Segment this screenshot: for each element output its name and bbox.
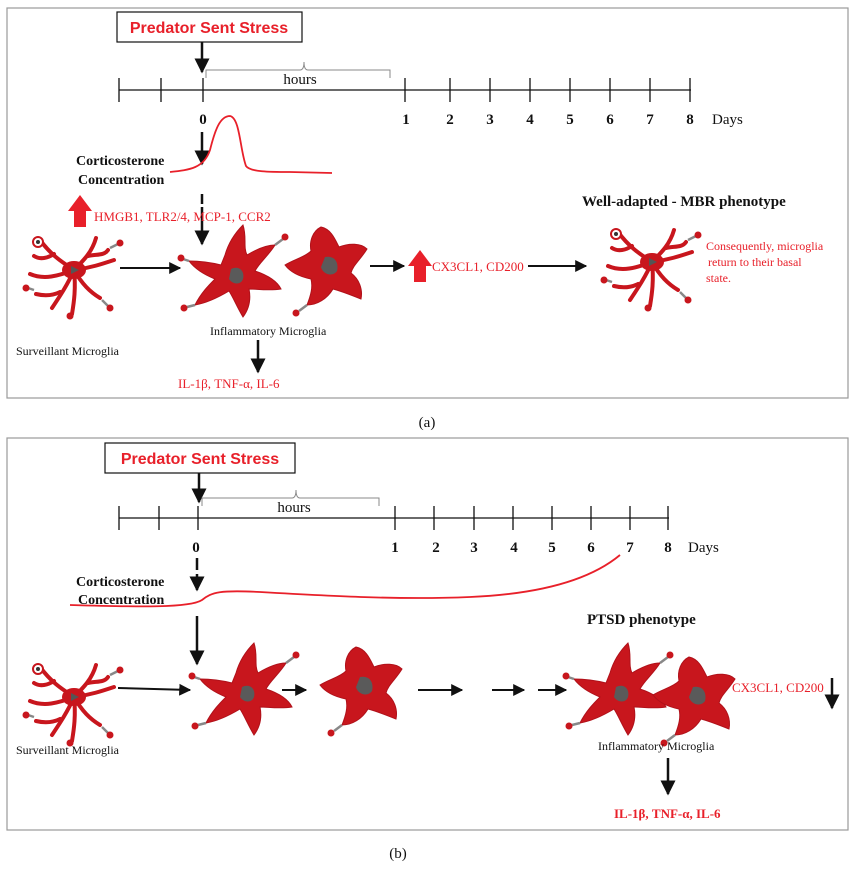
panel-b-arrow-surv-to-infl	[117, 683, 192, 696]
panel-b-stress-label: Predator Sent Stress	[121, 451, 279, 468]
panel-a-day-1: 1	[402, 112, 410, 128]
panel-b-corticosterone-curve	[69, 554, 621, 608]
panel-b-cort-line2: Concentration	[78, 593, 165, 608]
panel-b-cort-line1: Corticosterone	[76, 575, 164, 590]
panel-a-day-3: 3	[486, 112, 494, 128]
panel-b-stress-box	[104, 442, 296, 474]
panel-b-day-5: 5	[548, 540, 556, 556]
panel-b-surveillant-label: Surveillant Microglia	[16, 743, 120, 757]
panel-b: Predator Sent Stress hours 0 1 2 3 4 5	[6, 437, 849, 831]
panel-a-day-6: 6	[606, 112, 614, 128]
panel-b-day-7: 7	[626, 540, 634, 556]
panel-b-day-1: 1	[391, 540, 399, 556]
panel-a-caption: (a)	[419, 415, 436, 431]
panel-b-day-6: 6	[587, 540, 595, 556]
panel-a-hours-brace	[205, 61, 391, 78]
panel-a-return-line2: return to their basal	[708, 255, 802, 269]
panel-a-corticosterone-curve	[169, 115, 333, 174]
panel-b-cx3-label: CX3CL1, CD200	[732, 680, 824, 695]
panel-a-stress-label: Predator Sent Stress	[130, 20, 288, 37]
panel-a-day-0: 0	[199, 112, 207, 128]
panel-a: Predator Sent Stress hours 0 1 2 3 4 5	[6, 7, 849, 399]
panel-a-day-8: 8	[686, 112, 694, 128]
panel-a-day-5: 5	[566, 112, 574, 128]
panel-a-timeline: hours 0 1 2 3 4 5 6 7 8 Days	[118, 61, 743, 128]
panel-a-cytokines: IL-1β, TNF-α, IL-6	[178, 376, 280, 391]
panel-b-day-2: 2	[432, 540, 440, 556]
panel-a-stress-box	[116, 11, 303, 43]
panel-b-frame	[6, 437, 849, 831]
panel-a-cort-line1: Corticosterone	[76, 154, 164, 169]
panel-a-day-7: 7	[646, 112, 654, 128]
panel-a-cx3-label: CX3CL1, CD200	[432, 259, 524, 274]
panel-a-frame	[6, 7, 849, 399]
panel-a-return-line1: Consequently, microglia	[706, 239, 824, 253]
panel-a-inflammatory-label: Inflammatory Microglia	[210, 324, 327, 338]
panel-a-cort-line2: Concentration	[78, 173, 165, 188]
panel-a-phenotype-title: Well-adapted - MBR phenotype	[582, 194, 786, 210]
panel-b-day-4: 4	[510, 540, 518, 556]
panel-b-inflammatory-label: Inflammatory Microglia	[598, 739, 715, 753]
panel-a-day-2: 2	[446, 112, 454, 128]
panel-a-days-unit: Days	[712, 112, 743, 128]
panel-a-up-markers: HMGB1, TLR2/4, MCP-1, CCR2	[94, 209, 271, 224]
panel-a-surveillant-label: Surveillant Microglia	[16, 344, 120, 358]
panel-b-days-unit: Days	[688, 540, 719, 556]
panel-b-hours-brace	[201, 489, 380, 506]
panel-b-caption: (b)	[389, 846, 407, 862]
panel-b-timeline: hours 0 1 2 3 4 5 6 7 8 Days	[118, 489, 719, 556]
panel-b-phenotype-title: PTSD phenotype	[587, 612, 696, 628]
panel-b-hours-label: hours	[277, 500, 310, 516]
panel-a-hours-label: hours	[283, 72, 316, 88]
panel-b-cytokines: IL-1β, TNF-α, IL-6	[614, 806, 721, 821]
panel-a-day-4: 4	[526, 112, 534, 128]
panel-b-day-8: 8	[664, 540, 672, 556]
panel-a-return-line3: state.	[706, 271, 731, 285]
panel-b-day-0: 0	[192, 540, 200, 556]
panel-b-day-3: 3	[470, 540, 478, 556]
